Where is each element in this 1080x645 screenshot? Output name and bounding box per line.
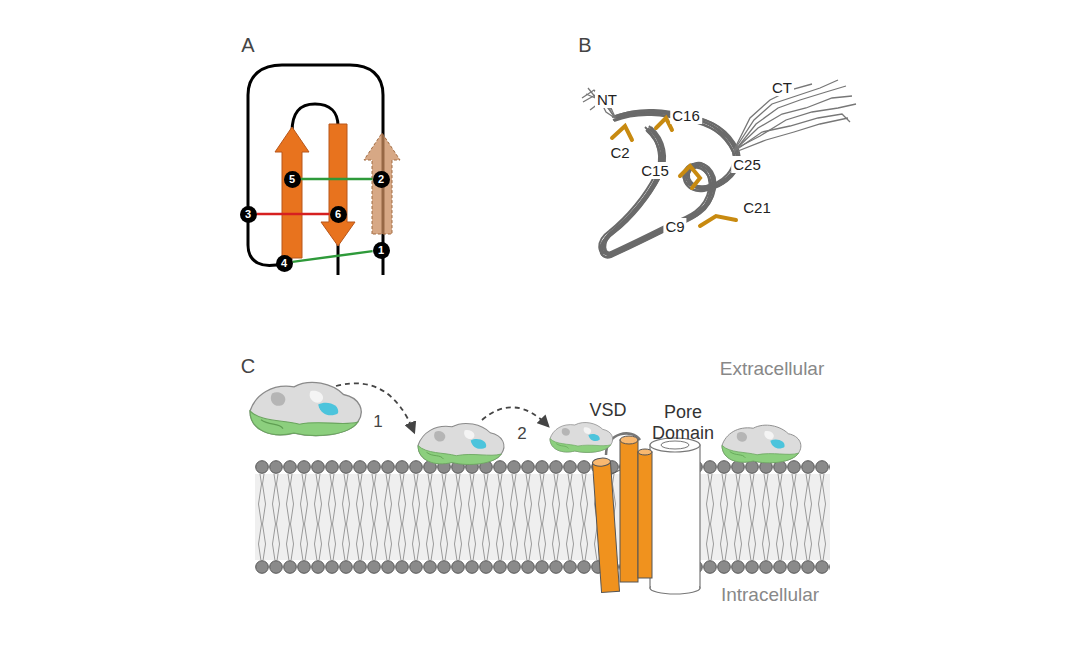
step-number: 2 (517, 424, 526, 444)
binding-arrow (336, 383, 414, 432)
loop-line (337, 244, 340, 275)
disulfide-link (292, 251, 372, 262)
domain-label: Pore Domain (643, 402, 723, 443)
label-holder: C (241, 355, 255, 378)
label-holder: C25 (731, 156, 763, 174)
terminus-label: NT (595, 91, 619, 108)
cysteine-number: 3 (245, 209, 251, 220)
residue-label: C2 (608, 144, 631, 161)
cysteine-number: 4 (281, 258, 287, 269)
residue-label: C15 (639, 162, 671, 179)
label-holder: B (578, 34, 591, 57)
residue-circle: 6 (330, 206, 347, 223)
label-holder: NT (595, 91, 619, 109)
label-holder: C15 (639, 162, 671, 180)
cysteine-number: 1 (378, 245, 384, 256)
disulfide-link (257, 213, 330, 216)
cysteine-number: 6 (335, 209, 341, 220)
panel-letter: C (241, 355, 255, 378)
label-holder: C16 (670, 107, 702, 125)
residue-circle: 1 (373, 242, 390, 259)
label-holder: C2 (608, 144, 631, 162)
residue-label: C9 (663, 218, 686, 235)
residue-circle: 3 (240, 206, 257, 223)
topology-diagram (248, 65, 400, 275)
residue-label: C25 (731, 156, 763, 173)
label-holder: VSD (589, 400, 626, 421)
toxin-molecule (250, 382, 801, 464)
beta-strand (364, 133, 400, 234)
disulfide-bond (612, 118, 736, 226)
residue-label: C21 (741, 199, 773, 216)
label-holder: Intracellular (721, 584, 819, 606)
lipid-bilayer (255, 455, 830, 580)
disulfide-link (301, 178, 373, 181)
label-holder: C9 (663, 218, 686, 236)
binding-arrow (482, 407, 548, 426)
residue-circle: 5 (284, 171, 301, 188)
residue-circle: 2 (373, 171, 390, 188)
label-holder: Extracellular (720, 358, 825, 380)
residue-label: C16 (670, 107, 702, 124)
panel-letter: B (578, 34, 591, 57)
region-label: Intracellular (721, 584, 819, 606)
label-holder: CT (770, 79, 794, 97)
nmr-ensemble (582, 80, 856, 258)
beta-strand (321, 124, 355, 246)
label-holder: Pore Domain (643, 402, 723, 443)
residue-circle: 4 (276, 255, 293, 272)
domain-label: VSD (589, 400, 626, 421)
cysteine-number: 5 (289, 174, 295, 185)
label-holder: 2 (517, 424, 526, 444)
label-holder: 1 (373, 412, 382, 432)
loop-line (248, 65, 383, 275)
beta-strand (275, 127, 309, 258)
cysteine-number: 2 (378, 174, 384, 185)
terminus-label: CT (770, 79, 794, 96)
ion-channel (592, 433, 700, 594)
label-holder: C21 (741, 199, 773, 217)
step-number: 1 (373, 412, 382, 432)
label-holder: A (241, 34, 254, 57)
panel-letter: A (241, 34, 254, 57)
region-label: Extracellular (720, 358, 825, 380)
